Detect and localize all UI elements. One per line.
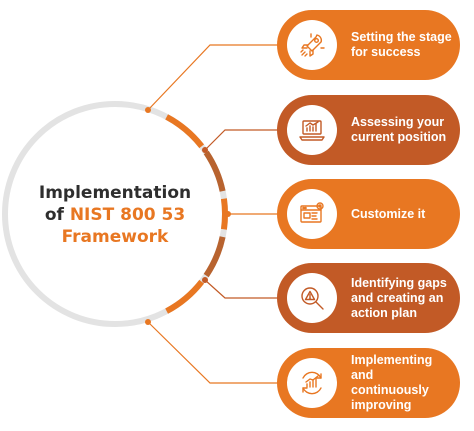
step-1-pill: Setting the stage for success bbox=[277, 10, 460, 80]
step-1-label: Setting the stage for success bbox=[351, 30, 452, 59]
step-2-icon-circle bbox=[287, 105, 337, 155]
connector-dot-1 bbox=[145, 107, 151, 113]
ring-segment-3 bbox=[220, 198, 228, 230]
connector-dot-5 bbox=[145, 319, 151, 325]
connector-dot-4 bbox=[202, 277, 208, 283]
step-4-icon-circle bbox=[287, 273, 337, 323]
browser-gear-icon bbox=[300, 202, 324, 223]
ring-segment-5 bbox=[165, 279, 205, 314]
connector-line-2 bbox=[204, 129, 278, 151]
rocket-icon bbox=[300, 33, 325, 57]
connector-dot-2 bbox=[202, 147, 208, 153]
ring-segment-2 bbox=[203, 150, 226, 192]
step-3-label: Customize it bbox=[351, 206, 426, 221]
connector-line-4 bbox=[204, 279, 278, 299]
center-title-line1: Implementation bbox=[38, 183, 192, 203]
step-2-pill: Assessing your current position bbox=[277, 95, 460, 165]
step-4-label: Identifying gaps and creating an action … bbox=[351, 275, 447, 320]
ring-segment-1 bbox=[165, 114, 205, 149]
center-title-prefix: of bbox=[44, 205, 70, 225]
step-1-icon-circle bbox=[287, 20, 337, 70]
connector-dot-3 bbox=[225, 211, 231, 217]
center-title: Implementation of NIST 800 53 Framework bbox=[30, 182, 200, 248]
step-2-label: Assessing your current position bbox=[351, 115, 447, 144]
growth-cycle-icon bbox=[302, 371, 322, 395]
connector-line-1 bbox=[147, 44, 278, 111]
center-title-line3: Framework bbox=[61, 227, 169, 247]
laptop-chart-icon bbox=[299, 120, 325, 141]
step-4-pill: Identifying gaps and creating an action … bbox=[277, 263, 460, 333]
center-title-line2: of NIST 800 53 bbox=[30, 204, 200, 226]
center-title-highlight: NIST 800 53 bbox=[69, 205, 186, 225]
step-3-pill: Customize it bbox=[277, 179, 460, 249]
connector-line-5 bbox=[147, 321, 278, 384]
step-5-pill: Implementing and continuously improving bbox=[277, 348, 460, 418]
step-5-icon-circle bbox=[287, 358, 337, 408]
ring-segment-4 bbox=[203, 236, 226, 278]
step-3-icon-circle bbox=[287, 189, 337, 239]
step-5-label: Implementing and continuously improving bbox=[351, 353, 433, 412]
magnifier-warning-icon bbox=[301, 287, 324, 310]
